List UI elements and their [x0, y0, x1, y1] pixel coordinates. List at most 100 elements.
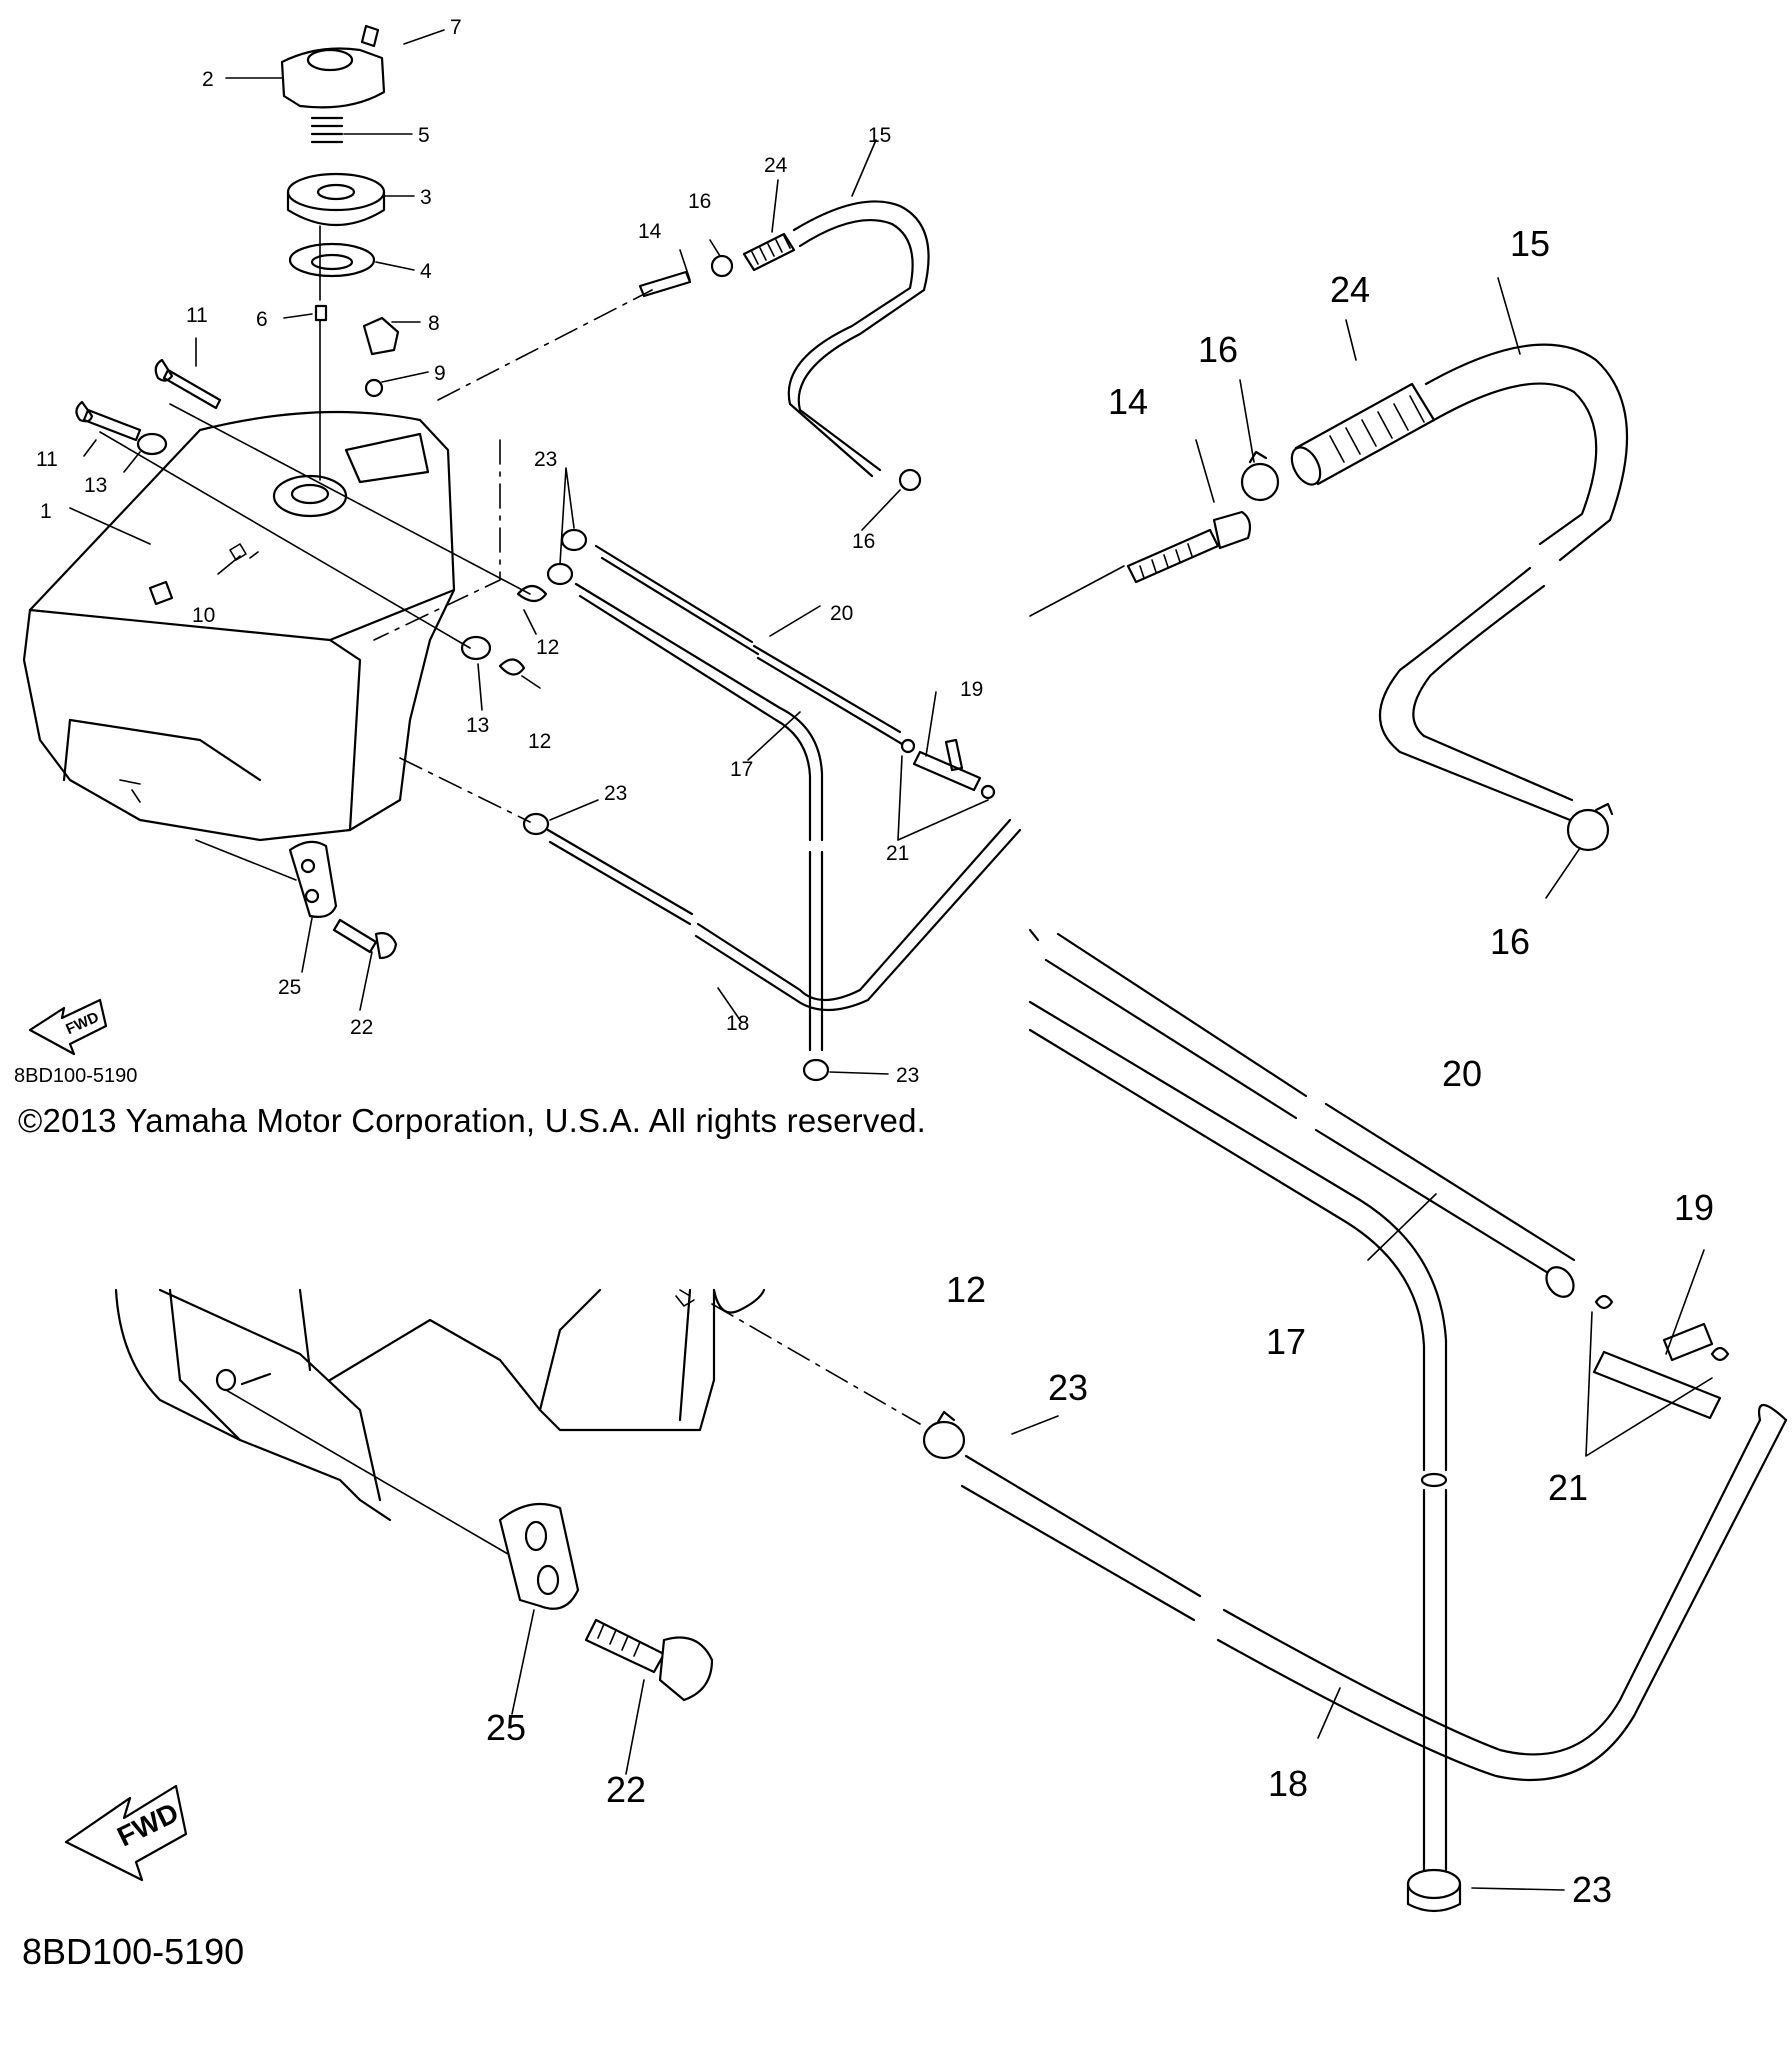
- callout-24: 24: [764, 154, 788, 177]
- callout-2: 2: [202, 68, 214, 91]
- callout-11-upper: 11: [186, 304, 208, 327]
- bolt-22-zoom-part: [584, 1618, 666, 1674]
- clip-10-part: [229, 543, 259, 561]
- callout-24-zoom: 24: [1330, 269, 1370, 310]
- callout-6: 6: [256, 308, 268, 331]
- callout-23-mid: 23: [604, 782, 627, 805]
- overview-diagram: FWD 2 7 5 3 4 6 8 9 11 11 13 1 10 23 12 …: [14, 16, 1022, 1087]
- callout-7: 7: [450, 16, 462, 39]
- callout-17-zoom: 17: [1266, 1321, 1306, 1362]
- clamp-23-b-part: [546, 562, 574, 586]
- callout-11-lower: 11: [36, 448, 58, 471]
- ring-12-lower-part: [498, 658, 526, 676]
- clip-21-b-part: [980, 784, 996, 800]
- clamp-16-lower-part: [898, 468, 922, 492]
- zoom-hoses: 20 17 19 21 23 18 23: [711, 928, 1788, 1913]
- clip-part: [362, 316, 400, 356]
- callout-9: 9: [434, 362, 446, 385]
- gasket-part: [288, 242, 376, 278]
- callout-22-zoom: 22: [606, 1769, 646, 1810]
- fwd-arrow-small: FWD: [28, 998, 108, 1056]
- filler-cap-part: [280, 47, 386, 109]
- overview-leaders: [69, 29, 989, 1075]
- pin-part: [314, 304, 328, 322]
- hose-20-part: [594, 544, 754, 644]
- callout-23-zoom: 23: [1048, 1367, 1088, 1408]
- callout-23-bottom: 23: [896, 1064, 919, 1087]
- clamp-23-c-part: [522, 812, 550, 836]
- callout-12-zoom: 12: [946, 1269, 986, 1310]
- copyright-notice: ©2013 Yamaha Motor Corporation, U.S.A. A…: [18, 1102, 926, 1139]
- bolt-14-zoom-head: [1212, 510, 1252, 550]
- hose-18-zoom: [960, 1454, 1202, 1622]
- callout-13-lower: 13: [466, 714, 489, 737]
- bracket-25-part: [288, 840, 338, 918]
- zoom-tank-bottom: 12 25 22 FWD 8BD100-5190: [22, 1269, 986, 1972]
- fwd-arrow-large: FWD: [64, 1784, 188, 1882]
- callout-20-zoom: 20: [1442, 1053, 1482, 1094]
- bolt-11-lower-part: [75, 400, 142, 442]
- callout-15-zoom: 15: [1510, 223, 1550, 264]
- clamp-16-zoom-upper-part: [1240, 462, 1280, 502]
- callout-25-zoom: 25: [486, 1707, 526, 1748]
- clamp-23-zoom-bottom-part: [1406, 1868, 1462, 1900]
- callout-21-zoom: 21: [1548, 1467, 1588, 1508]
- pin-7-part: [360, 24, 380, 48]
- ring-12-upper-part: [516, 584, 548, 603]
- clamp-16-upper-part: [710, 254, 734, 278]
- callout-18: 18: [726, 1012, 749, 1035]
- callout-23-zoom-bottom: 23: [1572, 1869, 1612, 1910]
- callout-8: 8: [428, 312, 440, 335]
- hose-15-part: [792, 200, 930, 472]
- callout-5: 5: [418, 124, 430, 147]
- bolt-22-part: [332, 918, 398, 960]
- hose-20-zoom-upper: [1044, 932, 1308, 1120]
- spring-part: [310, 116, 344, 144]
- callout-14: 14: [638, 220, 662, 243]
- callout-4: 4: [420, 260, 432, 283]
- bolt-11-upper-part: [154, 358, 222, 410]
- hose-17-zoom: [1028, 1000, 1448, 1472]
- callout-23-top: 23: [534, 448, 557, 471]
- callout-22: 22: [350, 1016, 373, 1039]
- callout-12-upper: 12: [536, 636, 559, 659]
- t-fitting-19-zoom-part: [1592, 1350, 1722, 1420]
- callout-25: 25: [278, 976, 301, 999]
- diagram-code-small: 8BD100-5190: [14, 1065, 137, 1087]
- callout-19-zoom: 19: [1674, 1187, 1714, 1228]
- callout-13-upper: 13: [84, 474, 107, 497]
- callout-20: 20: [830, 602, 853, 625]
- clip-21-a-part: [900, 738, 916, 754]
- clamp-16-zoom-lower-part: [1566, 808, 1610, 852]
- washer-13-lower-part: [460, 635, 492, 661]
- bolt-14-zoom-part: [1126, 528, 1220, 584]
- callout-3: 3: [420, 186, 432, 209]
- callout-17: 17: [730, 758, 753, 781]
- nut-part: [364, 378, 384, 398]
- callout-15: 15: [868, 124, 891, 147]
- callout-10: 10: [192, 604, 215, 627]
- clip-21-zoom-part: [1594, 1294, 1730, 1362]
- oil-tank-part: [22, 410, 456, 842]
- clamp-23-zoom-part: [922, 1420, 966, 1460]
- hose-15-zoom-part: [1424, 343, 1629, 562]
- callout-1: 1: [40, 500, 52, 523]
- washer-13-upper-part: [136, 432, 168, 456]
- clamp-23-a-part: [560, 528, 588, 552]
- diagram-code-large: 8BD100-5190: [22, 1931, 244, 1972]
- cap-seal-part: [286, 172, 386, 226]
- hose-17-part: [574, 582, 824, 842]
- callout-19: 19: [960, 678, 983, 701]
- zoom-vent-hose: 14 16 24 15 16: [1029, 223, 1629, 962]
- t-fitting-19-part: [912, 738, 982, 792]
- callout-18-zoom: 18: [1268, 1763, 1308, 1804]
- bracket-25-zoom-part: [498, 1502, 580, 1610]
- callout-16-zoom-upper: 16: [1198, 329, 1238, 370]
- callout-16-zoom-lower: 16: [1490, 921, 1530, 962]
- hose-20-zoom-lower: [1314, 1102, 1576, 1286]
- hose-18-part: [546, 828, 694, 926]
- callout-21: 21: [886, 842, 909, 865]
- callout-16-upper: 16: [688, 190, 711, 213]
- callout-16-lower: 16: [852, 530, 875, 553]
